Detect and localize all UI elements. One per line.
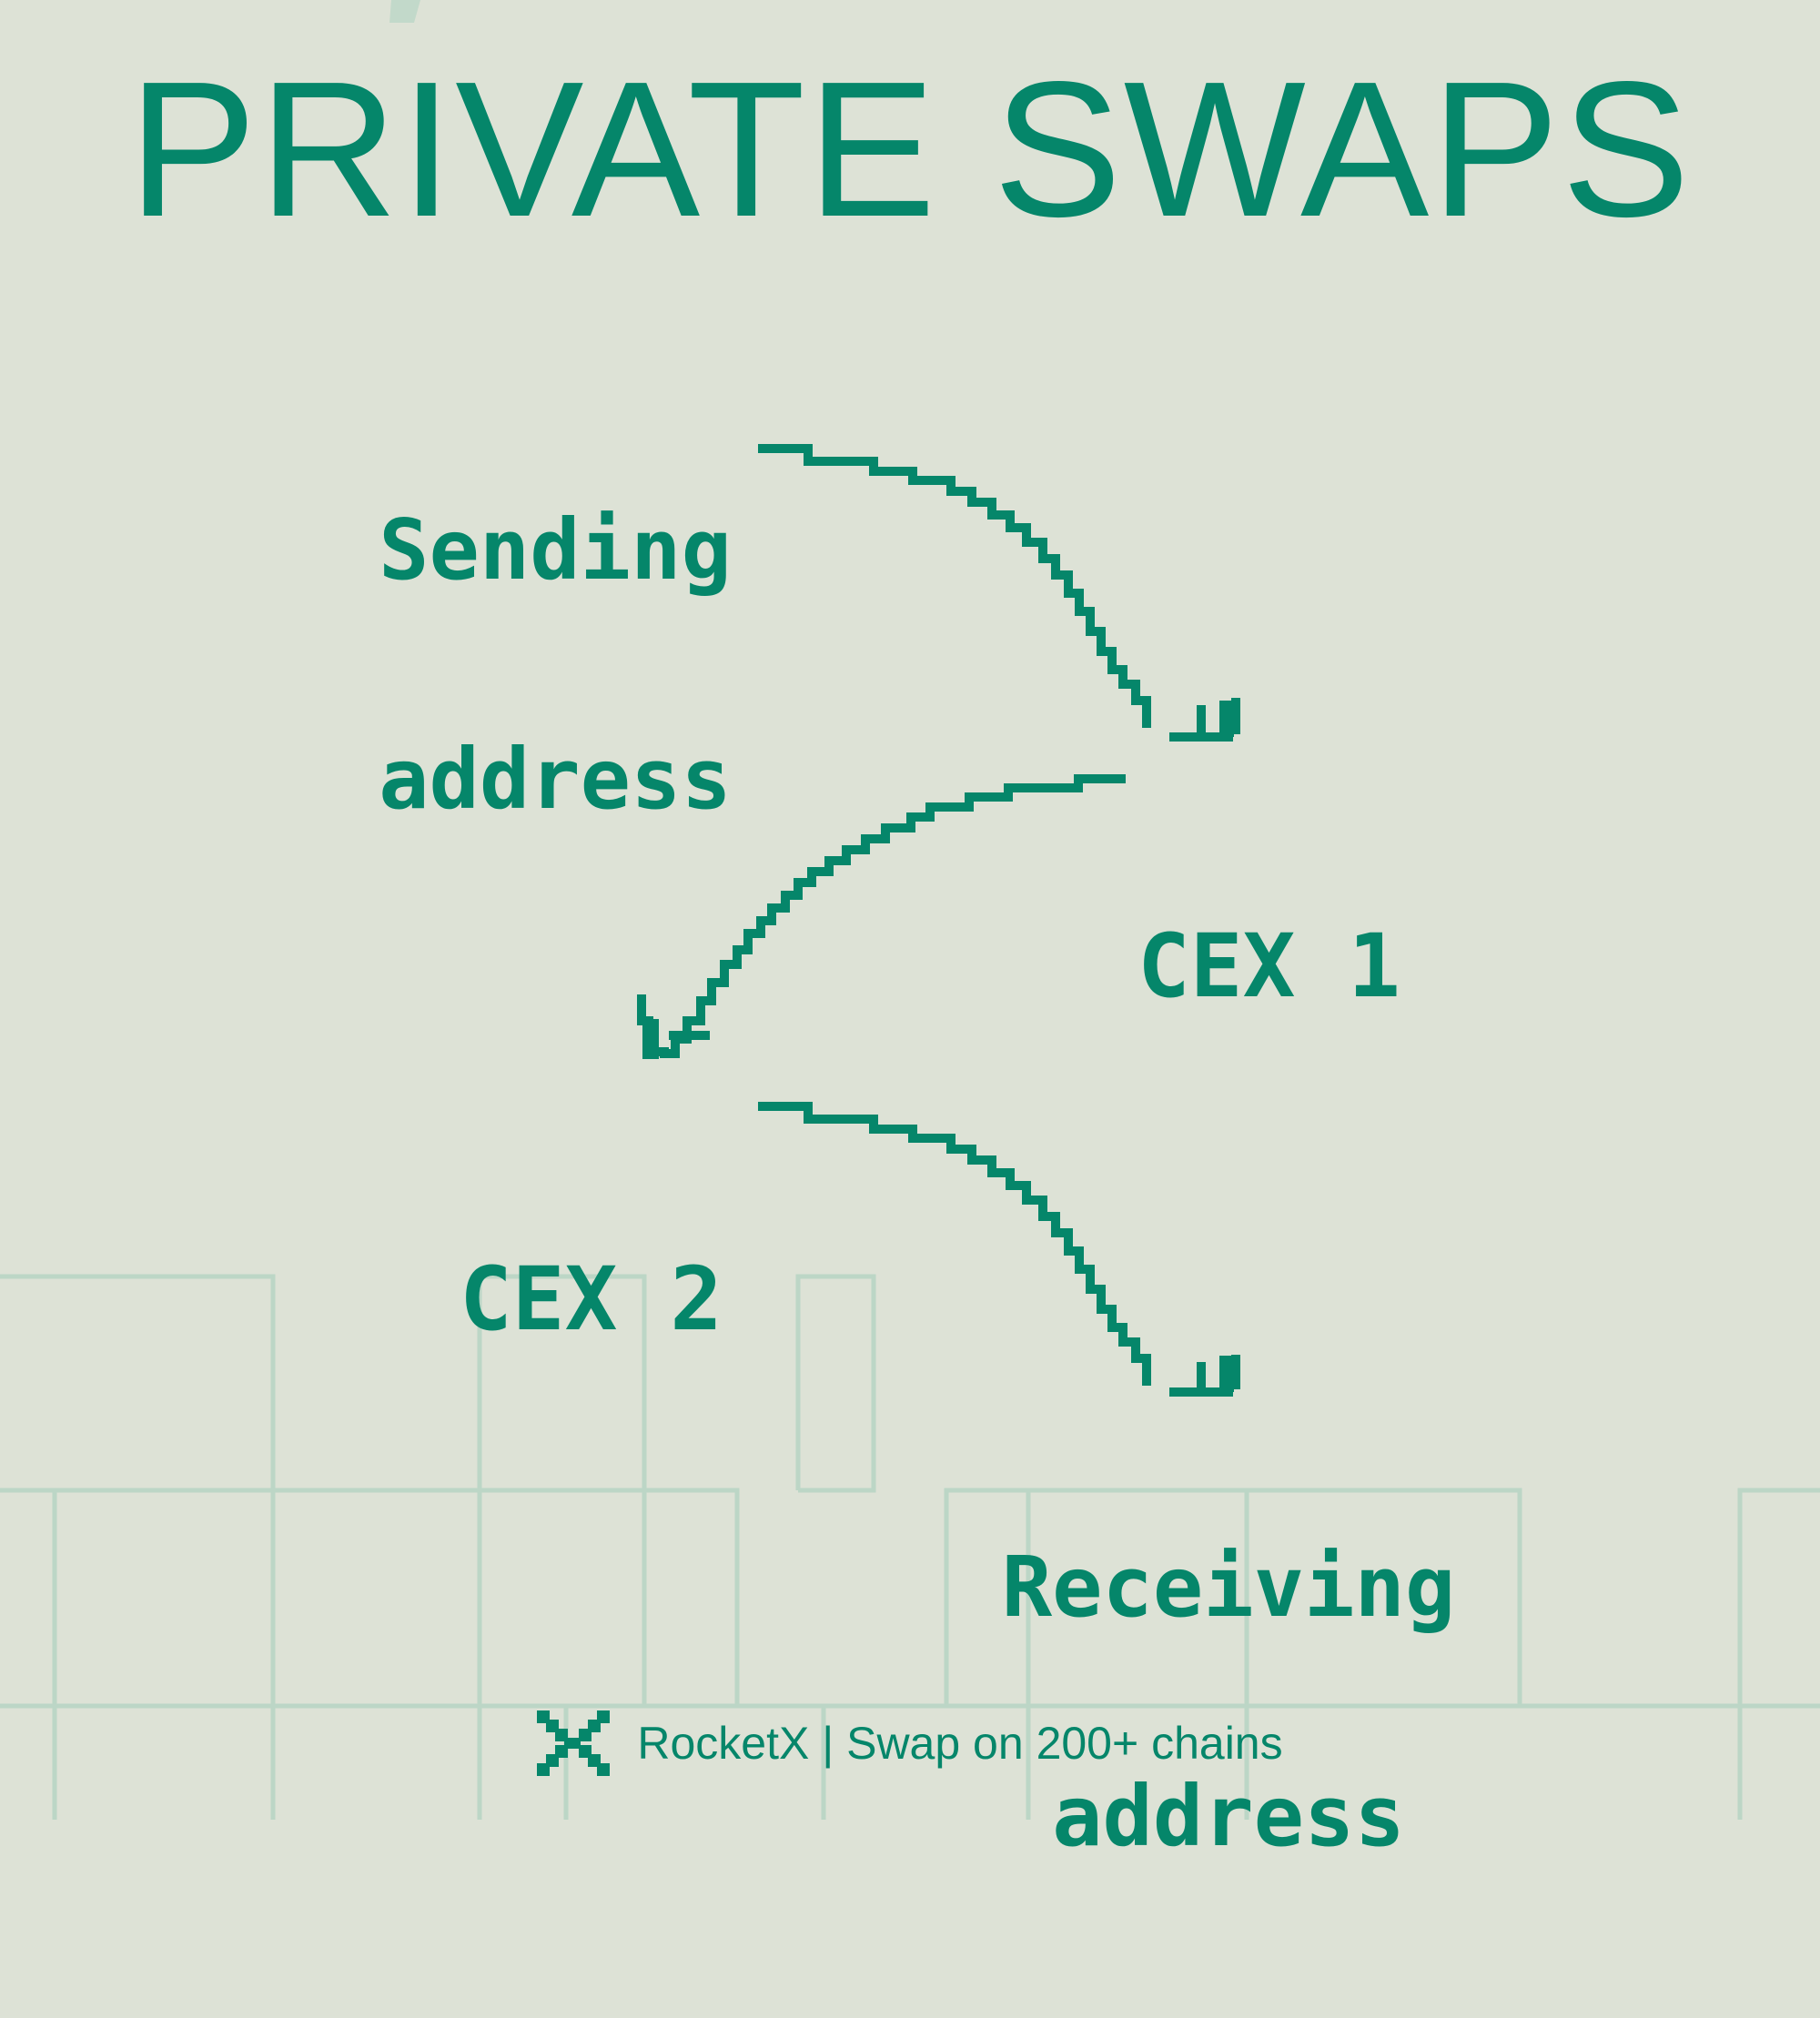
node-cex-1: CEX 1 xyxy=(1138,739,1429,1194)
arrow-cex2-to-receiving xyxy=(758,1102,1151,1386)
background-grid xyxy=(0,0,1820,1820)
flow-diagram: Sending address CEX 1 CEX 2 Receiving ad… xyxy=(346,359,1455,1859)
rocketx-logo-icon xyxy=(537,1710,611,1776)
arrow-sending-to-cex1 xyxy=(758,444,1151,728)
node-sending-address: Sending address xyxy=(346,359,764,971)
node-receiving-line-2: address xyxy=(1052,1768,1405,1865)
arrow-cex1-to-cex2 xyxy=(660,774,1126,1058)
footer: RocketX | Swap on 200+ chains xyxy=(0,1710,1820,1776)
footer-tagline: RocketX | Swap on 200+ chains xyxy=(637,1718,1283,1769)
arrowhead-cex1 xyxy=(1169,698,1240,742)
node-sending-line-2: address xyxy=(379,731,732,828)
node-cex2-label: CEX 2 xyxy=(460,1248,723,1350)
page-title: PRIVATE SWAPS xyxy=(127,41,1693,257)
arrowhead-receiving-tip xyxy=(1219,1356,1234,1392)
flow-arrows xyxy=(637,444,1240,1397)
node-cex1-label: CEX 1 xyxy=(1138,915,1400,1017)
node-cex-2: CEX 2 xyxy=(460,1072,751,1527)
node-receiving-line-1: Receiving xyxy=(1001,1539,1456,1636)
node-receiving-address: Receiving address xyxy=(983,1397,1474,2008)
arrowhead-receiving xyxy=(1169,1355,1240,1397)
node-sending-line-1: Sending xyxy=(379,501,732,599)
arrowhead-cex1-tip xyxy=(1219,701,1234,737)
arrowhead-cex2-tip xyxy=(642,1019,659,1059)
